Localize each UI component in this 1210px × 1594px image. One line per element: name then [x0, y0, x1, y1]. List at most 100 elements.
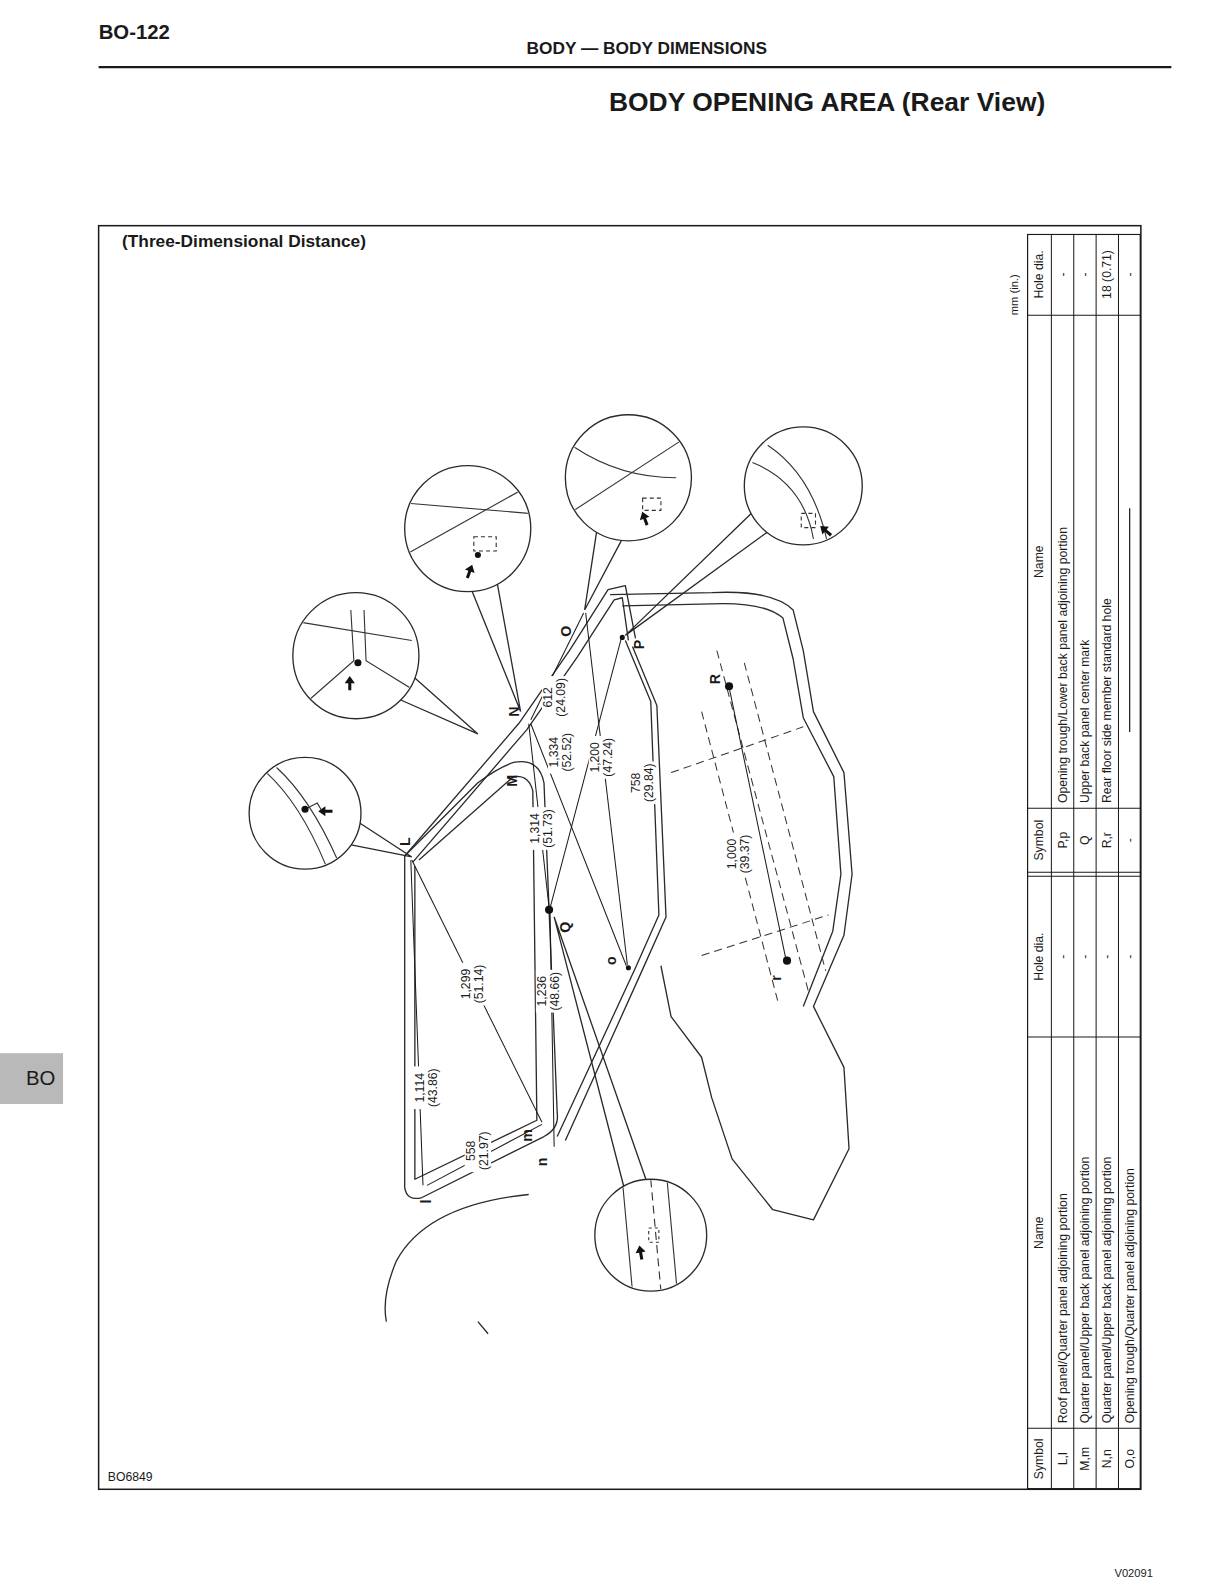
table-cell: -: [1118, 808, 1140, 872]
unit-note: mm (in.): [1008, 274, 1020, 315]
callout-detail-drawing: [569, 437, 686, 513]
table-grid: [1027, 1036, 1141, 1037]
dimension-line: [586, 613, 628, 965]
section-header: BODY — BODY DIMENSIONS: [526, 39, 766, 59]
callout-detail-drawing: [801, 513, 815, 527]
callout-detail-drawing: [649, 1228, 659, 1242]
callout-detail-drawing: [305, 610, 354, 704]
callout-detail-drawing: [266, 768, 337, 865]
dimension-value: 1,299 (51.14): [460, 963, 486, 1006]
callout-detail-drawing: [667, 1179, 677, 1291]
callout-arrow: [301, 510, 834, 1260]
body-outline: [565, 647, 666, 1141]
point-letter: m: [519, 1129, 535, 1142]
floor-member-hidden-line: [702, 712, 778, 1002]
measuring-point: [626, 965, 631, 970]
callout-detail-drawing: [300, 610, 419, 704]
callout-detail-drawing: [768, 445, 828, 544]
table-cell: Rear floor side member standard hole: [1096, 315, 1118, 808]
table-header: Hole dia.: [1027, 234, 1051, 315]
table-cell: -: [1074, 876, 1096, 1037]
measuring-point: [725, 682, 733, 690]
table-grid: [1027, 876, 1141, 877]
callout-arrow: [354, 659, 361, 666]
callout-detail-drawing: [474, 537, 496, 551]
detail-callout: [565, 415, 691, 541]
measuring-point: [783, 957, 791, 965]
page-frame: [99, 67, 1172, 1489]
dimension-line: [412, 860, 542, 1122]
callout-detail-drawing: [407, 486, 529, 554]
detail-callout: [585, 532, 622, 610]
body-outline: [622, 604, 841, 1007]
point-letter: n: [534, 1158, 550, 1167]
spec-table: SymbolNameHole dia.SymbolNameHole dia.L,…: [1027, 234, 1141, 1489]
table-cell: -: [1096, 876, 1118, 1037]
point-letter: Q: [557, 922, 573, 933]
body-outline: [557, 640, 659, 1136]
body-outline: [405, 586, 636, 856]
table-grid: [1027, 808, 1141, 809]
dimension-line: [550, 913, 554, 1147]
table-grid: [1129, 508, 1130, 732]
dimension-value: 1,314 (51.73): [529, 807, 555, 850]
page-code: V02091: [1114, 1567, 1153, 1580]
table-cell: Opening trough/Lower back panel adjoinin…: [1051, 315, 1073, 808]
page-frame: [99, 66, 1172, 68]
dimension-value: 1,000 (39.37): [726, 833, 752, 876]
body-outline: [413, 598, 629, 862]
point-letter: M: [503, 775, 519, 787]
detail-callout: [625, 514, 767, 636]
dimension-line: [729, 687, 786, 959]
table-cell: Quarter panel/Upper back panel adjoining…: [1074, 1037, 1096, 1428]
table-cell: Q: [1074, 808, 1096, 872]
callout-detail-drawing: [752, 445, 827, 544]
table-grid: [1118, 234, 1119, 1489]
table-cell: -: [1118, 234, 1140, 315]
detail-callout: [293, 593, 419, 719]
callout-arrow: [301, 806, 308, 813]
table-header: Symbol: [1027, 1428, 1051, 1489]
callout-detail-drawing: [364, 610, 419, 693]
dimension-line: [427, 1124, 542, 1185]
point-letter: R: [707, 674, 723, 684]
callout-arrow: [637, 510, 651, 527]
table-grid: [1027, 234, 1140, 1488]
point-letter: N: [505, 706, 521, 716]
dimension-line: [411, 860, 423, 1185]
dimension-value: 1,236 (48.66): [536, 970, 562, 1013]
dimension-line: [531, 613, 584, 720]
dimension-value: 1,114 (43.86): [414, 1066, 440, 1109]
detail-callout: [744, 427, 862, 545]
dimension-value: 558 (21.97): [465, 1129, 491, 1172]
body-outline: [405, 762, 558, 1199]
table-cell: R,r: [1096, 808, 1118, 872]
callout-arrow: [634, 1245, 646, 1261]
callout-detail-drawing: [277, 768, 338, 861]
table-grid: [1051, 234, 1052, 1489]
body-outline: [415, 776, 537, 1179]
callout-arrow: [463, 563, 477, 580]
figure-subtitle: (Three-Dimensional Distance): [122, 232, 366, 252]
point-letter: l: [418, 1200, 434, 1204]
detail-callout: [249, 415, 862, 1291]
callout-detail-drawing: [622, 1179, 632, 1291]
section-tab: BO: [26, 1066, 55, 1089]
floor-member-hidden-line: [671, 651, 829, 1002]
table-header: Name: [1027, 1037, 1051, 1428]
callout-detail-drawing: [622, 1179, 677, 1291]
table-cell: P,p: [1051, 808, 1073, 872]
table-cell: -: [1051, 876, 1073, 1037]
body-outline: [385, 586, 852, 1334]
table-cell: O,o: [1118, 1428, 1140, 1489]
table-grid: [1073, 234, 1074, 1489]
callout-detail-drawing: [569, 437, 686, 513]
table-cell: M,m: [1074, 1428, 1096, 1489]
callout-detail-drawing: [643, 498, 661, 510]
floor-member-hidden-line: [671, 727, 803, 773]
table-cell: Quarter panel/Upper back panel adjoining…: [1096, 1037, 1118, 1428]
table-grid: [1027, 315, 1141, 316]
body-outline: [610, 592, 852, 1220]
table-cell: -: [1118, 876, 1140, 1037]
